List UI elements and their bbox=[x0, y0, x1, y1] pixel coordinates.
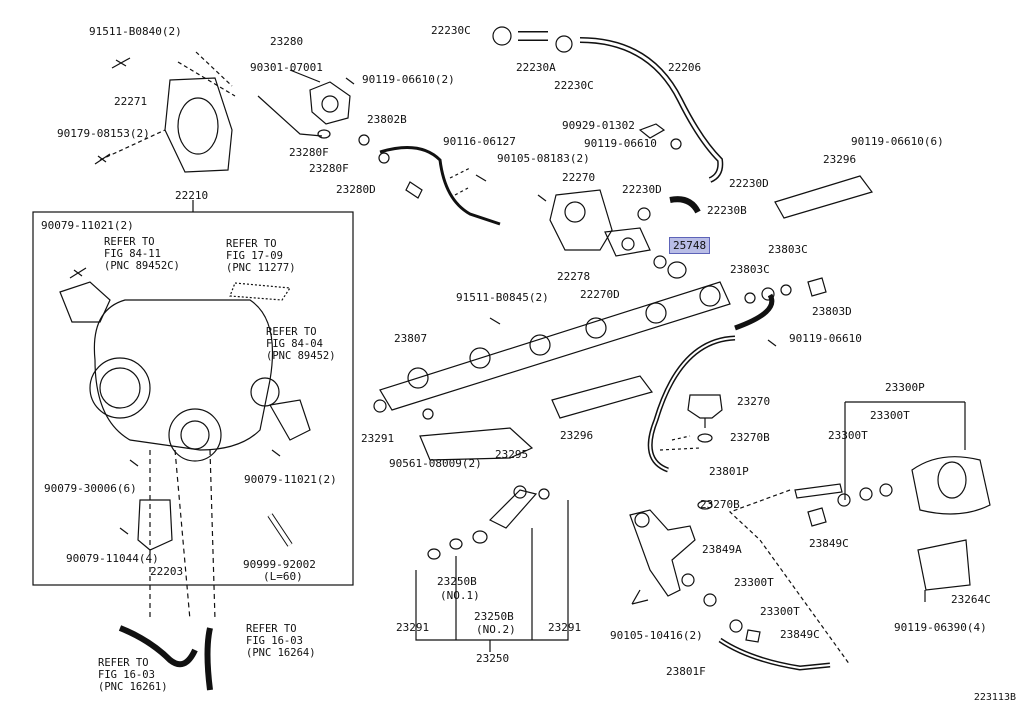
part-label: 22230B bbox=[707, 204, 747, 217]
part-label: 22230D bbox=[622, 183, 662, 196]
refer-note: REFER TO FIG 17-09 (PNC 11277) bbox=[226, 238, 296, 274]
part-label: 23291 bbox=[396, 621, 430, 634]
refer-note: REFER TO FIG 16-03 (PNC 16261) bbox=[98, 657, 168, 693]
part-label: 23280 bbox=[270, 35, 304, 48]
part-label: 23270B bbox=[730, 431, 770, 444]
part-label: 23807 bbox=[394, 332, 428, 345]
refer-note-line: REFER TO bbox=[266, 326, 317, 338]
part-label: 23300T bbox=[870, 409, 910, 422]
part-label: 22270D bbox=[580, 288, 620, 301]
part-label: 90929-01302 bbox=[562, 119, 635, 132]
refer-note-line: FIG 84-11 bbox=[104, 248, 161, 260]
refer-note: REFER TO FIG 84-11 (PNC 89452C) bbox=[104, 236, 180, 272]
part-label: 22230D bbox=[729, 177, 769, 190]
refer-note-line: REFER TO bbox=[226, 238, 277, 250]
gasket-22271 bbox=[164, 77, 233, 173]
refer-note-line: FIG 84-04 bbox=[266, 338, 323, 350]
part-label: 90119-06390(4) bbox=[894, 621, 987, 634]
part-label: 23296 bbox=[560, 429, 594, 442]
part-label: 23270 bbox=[737, 395, 771, 408]
throttle-body-box bbox=[32, 211, 354, 586]
figure-id: 223113B bbox=[973, 692, 1016, 703]
refer-note-line: FIG 16-03 bbox=[246, 635, 303, 647]
part-label: 90119-06610(6) bbox=[851, 135, 944, 148]
part-label: 23270B bbox=[700, 498, 740, 511]
part-label: (NO.2) bbox=[476, 623, 516, 636]
refer-note-line: REFER TO bbox=[104, 236, 155, 248]
part-label: 23803D bbox=[812, 305, 852, 318]
part-label: 90119-06610 bbox=[789, 332, 862, 345]
part-label: 23264C bbox=[951, 593, 991, 606]
part-label: 90119-06610(2) bbox=[362, 73, 455, 86]
part-label: 90999-92002 bbox=[243, 558, 316, 571]
part-label: 22206 bbox=[668, 61, 702, 74]
part-label: 23280F bbox=[289, 146, 329, 159]
part-label: 23295 bbox=[495, 448, 529, 461]
part-label: 23803C bbox=[730, 263, 770, 276]
part-label: 22230C bbox=[431, 24, 471, 37]
part-label: 23280F bbox=[309, 162, 349, 175]
refer-note-line: (PNC 89452) bbox=[266, 350, 336, 362]
part-label: 23291 bbox=[361, 432, 395, 445]
refer-note-line: (PNC 89452C) bbox=[104, 260, 180, 272]
part-label: 91511-B0840(2) bbox=[89, 25, 182, 38]
part-label: 90105-10416(2) bbox=[610, 629, 703, 642]
part-label: 23280D bbox=[336, 183, 376, 196]
refer-note: REFER TO FIG 16-03 (PNC 16264) bbox=[246, 623, 316, 659]
part-label: 90561-08009(2) bbox=[389, 457, 482, 470]
part-label: 22230A bbox=[516, 61, 556, 74]
part-label: 23849C bbox=[780, 628, 820, 641]
part-label: 23296 bbox=[823, 153, 857, 166]
part-label: 23801P bbox=[709, 465, 749, 478]
part-label: 23250B bbox=[474, 610, 514, 623]
part-label: 23291 bbox=[548, 621, 582, 634]
part-label: 91511-B0845(2) bbox=[456, 291, 549, 304]
highlighted-part-label[interactable]: 25748 bbox=[669, 237, 711, 254]
part-label: 23849A bbox=[702, 543, 742, 556]
part-label: 90119-06610 bbox=[584, 137, 657, 150]
part-label: 90301-07001 bbox=[250, 61, 323, 74]
part-label: 22210 bbox=[175, 189, 209, 202]
refer-note-line: FIG 16-03 bbox=[98, 669, 155, 681]
part-label: 90079-11021(2) bbox=[41, 219, 134, 232]
part-label: 90105-08183(2) bbox=[497, 152, 590, 165]
part-label: 23802B bbox=[367, 113, 407, 126]
refer-note: REFER TO FIG 84-04 (PNC 89452) bbox=[266, 326, 336, 362]
part-label: 90079-11044(4) bbox=[66, 552, 159, 565]
part-label: 22230C bbox=[554, 79, 594, 92]
part-label: 22278 bbox=[557, 270, 591, 283]
part-label: 90116-06127 bbox=[443, 135, 516, 148]
part-label: 23801F bbox=[666, 665, 706, 678]
refer-note-line: (PNC 11277) bbox=[226, 262, 296, 274]
part-label: 23300P bbox=[885, 381, 925, 394]
part-label: 22203 bbox=[150, 565, 184, 578]
part-label: 23250 bbox=[476, 652, 510, 665]
part-label: 23300T bbox=[828, 429, 868, 442]
part-label: (L=60) bbox=[263, 570, 303, 583]
part-label: (NO.1) bbox=[440, 589, 480, 602]
part-label: 22271 bbox=[114, 95, 148, 108]
part-label: 22270 bbox=[562, 171, 596, 184]
part-label: 23849C bbox=[809, 537, 849, 550]
refer-note-line: FIG 17-09 bbox=[226, 250, 283, 262]
part-label: 90179-08153(2) bbox=[57, 127, 150, 140]
refer-note-line: (PNC 16261) bbox=[98, 681, 168, 693]
part-label: 90079-30006(6) bbox=[44, 482, 137, 495]
part-label: 23300T bbox=[760, 605, 800, 618]
part-label: 90079-11021(2) bbox=[244, 473, 337, 486]
refer-note-line: (PNC 16264) bbox=[246, 647, 316, 659]
refer-note-line: REFER TO bbox=[246, 623, 297, 635]
part-label: 23803C bbox=[768, 243, 808, 256]
part-label: 23250B bbox=[437, 575, 477, 588]
part-label: 23300T bbox=[734, 576, 774, 589]
refer-note-line: REFER TO bbox=[98, 657, 149, 669]
